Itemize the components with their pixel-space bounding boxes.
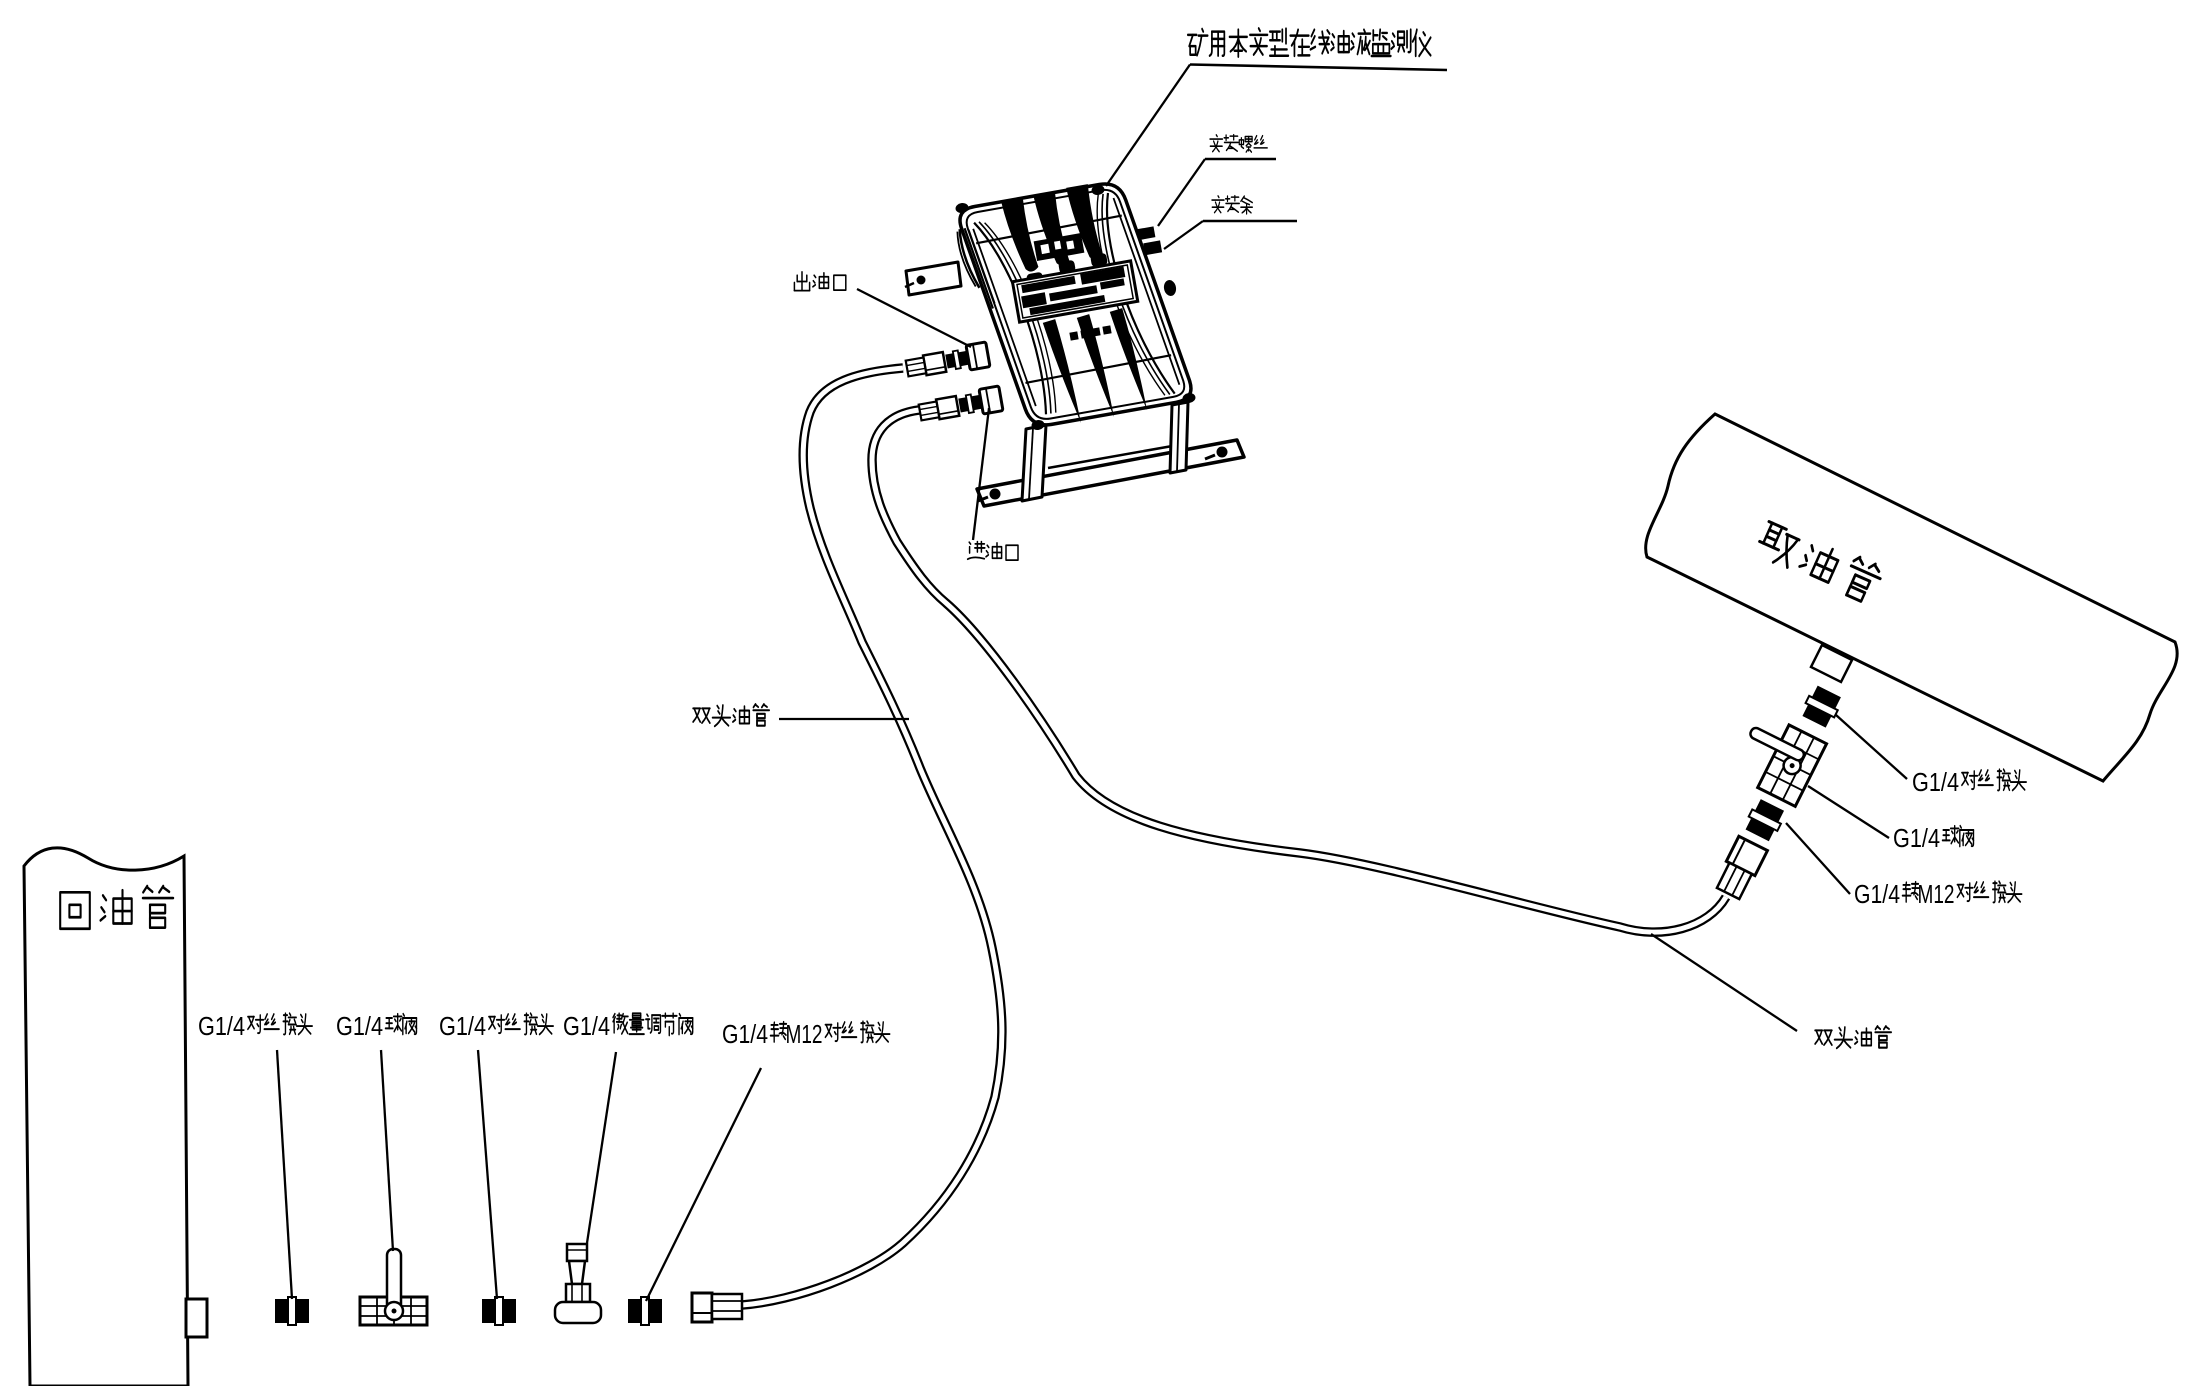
svg-text:G1/4: G1/4 [563, 1011, 610, 1041]
svg-text:G1/4: G1/4 [722, 1019, 768, 1049]
svg-text:M12: M12 [786, 1019, 823, 1049]
svg-text:G1/4: G1/4 [439, 1011, 486, 1041]
svg-text:G1/4: G1/4 [336, 1011, 383, 1041]
svg-text:G1/4: G1/4 [198, 1011, 245, 1041]
svg-text:G1/4: G1/4 [1893, 823, 1940, 853]
svg-text:G1/4: G1/4 [1854, 879, 1900, 909]
svg-text:G1/4: G1/4 [1912, 767, 1959, 797]
svg-text:M12: M12 [1918, 879, 1955, 909]
